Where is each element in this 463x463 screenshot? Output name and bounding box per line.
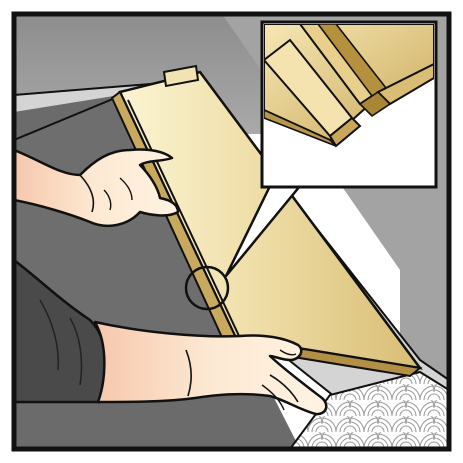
magnifier-callout-icon [262, 22, 436, 187]
